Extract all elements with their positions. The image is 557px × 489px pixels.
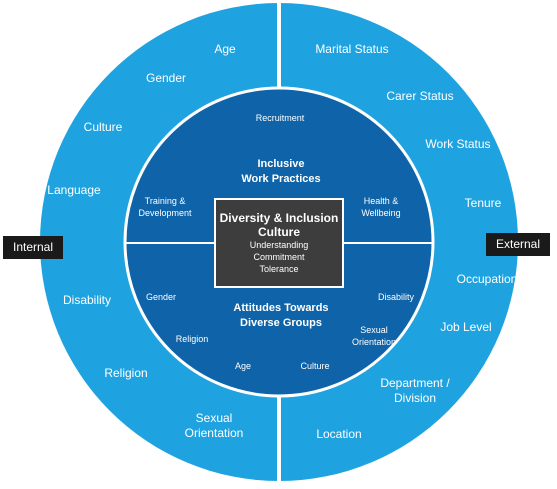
outer-internal-label: Culture: [84, 120, 123, 134]
outer-external-label: Tenure: [465, 196, 502, 210]
inner-bottom-label: Age: [235, 361, 251, 371]
center-item: Tolerance: [259, 264, 299, 274]
external-tag: External: [486, 233, 551, 256]
outer-external-label: Work Status: [425, 137, 490, 151]
outer-internal-label: Disability: [63, 293, 111, 307]
outer-internal-label: Gender: [146, 71, 186, 85]
center-item: Commitment: [253, 252, 305, 262]
inner-bottom-label: Religion: [176, 334, 209, 344]
inner-top-label: Recruitment: [256, 113, 305, 123]
center-item: Understanding: [249, 240, 309, 250]
outer-internal-label: Language: [47, 183, 101, 197]
outer-internal-label: Age: [214, 42, 236, 56]
outer-external-label: Carer Status: [386, 89, 453, 103]
center-title-line1: Diversity & Inclusion: [219, 211, 339, 225]
outer-external-label: Location: [316, 427, 361, 441]
inner-bottom-label: Disability: [378, 292, 415, 302]
inner-bottom-label: Gender: [146, 292, 176, 302]
outer-external-label: Department /Division: [380, 376, 450, 405]
inner-bottom-label: Culture: [300, 361, 329, 371]
outer-external-label: Occupation: [457, 272, 518, 286]
inner-top-label: Training &Development: [138, 196, 192, 218]
outer-external-label: Marital Status: [315, 42, 388, 56]
inner-top-label: Health &Wellbeing: [361, 196, 400, 218]
outer-internal-label: Religion: [104, 366, 147, 380]
internal-tag: Internal: [3, 236, 64, 259]
center-title-line2: Culture: [258, 225, 300, 239]
outer-external-label: Job Level: [440, 320, 491, 334]
center-box: Diversity & Inclusion Culture Understand…: [214, 198, 344, 288]
